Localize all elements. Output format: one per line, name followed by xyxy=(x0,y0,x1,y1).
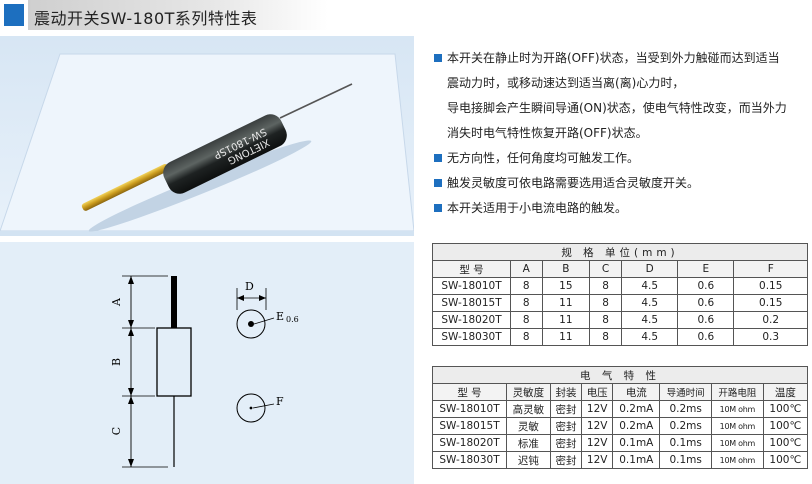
bullet-square-icon xyxy=(434,54,442,62)
label-b: B xyxy=(110,358,123,366)
label-d: D xyxy=(245,280,254,293)
header-bar xyxy=(28,0,328,30)
label-f: F xyxy=(276,395,284,408)
bullet-square-icon xyxy=(434,204,442,212)
note-item: 本开关适用于小电流电路的触发。 xyxy=(434,196,810,221)
label-c: C xyxy=(110,427,123,435)
spec-table-header: 型 号 A B C D E F xyxy=(432,260,808,278)
label-e: E xyxy=(276,310,284,323)
electrical-table-caption: 电 气 特 性 xyxy=(432,366,808,384)
note-item: 无方向性，任何角度均可触发工作。 xyxy=(434,146,810,171)
product-photo-drawing: SW-1801SP XIETONG xyxy=(0,53,414,236)
end-view-circle-e xyxy=(236,309,266,339)
electrical-table: 电 气 特 性 型 号 灵敏度 封装 电压 电流 导通时间 开路电阻 温度 SW… xyxy=(432,366,809,469)
header-accent-block xyxy=(4,4,24,26)
label-e-sub: 0.6 xyxy=(286,315,299,324)
electrical-table-header: 型 号 灵敏度 封装 电压 电流 导通时间 开路电阻 温度 xyxy=(432,383,809,401)
note-item: 本开关在静止时为开路(OFF)状态，当受到外力触碰而达到适当 震动力时，或移动速… xyxy=(434,46,810,146)
note-item: 触发灵敏度可依电路需要选用适合灵敏度开关。 xyxy=(434,171,810,196)
dimension-diagram: A B C D E 0.6 F xyxy=(0,242,414,484)
page-title: 震动开关SW-180T系列特性表 xyxy=(34,9,258,28)
feature-notes: 本开关在静止时为开路(OFF)状态，当受到外力触碰而达到适当 震动力时，或移动速… xyxy=(434,46,810,221)
section-header: 震动开关SW-180T系列特性表 xyxy=(0,0,330,30)
bullet-square-icon xyxy=(434,154,442,162)
gold-pin xyxy=(81,164,169,211)
bullet-square-icon xyxy=(434,179,442,187)
body-outline xyxy=(156,327,192,397)
label-a: A xyxy=(110,297,123,307)
spec-table-caption: 规 格 单位(mm) xyxy=(432,243,808,261)
lead-wire-thin xyxy=(279,83,353,119)
product-photo: SW-1801SP XIETONG xyxy=(0,36,414,236)
switch-body xyxy=(163,114,287,194)
end-view-circle-f xyxy=(236,393,266,423)
